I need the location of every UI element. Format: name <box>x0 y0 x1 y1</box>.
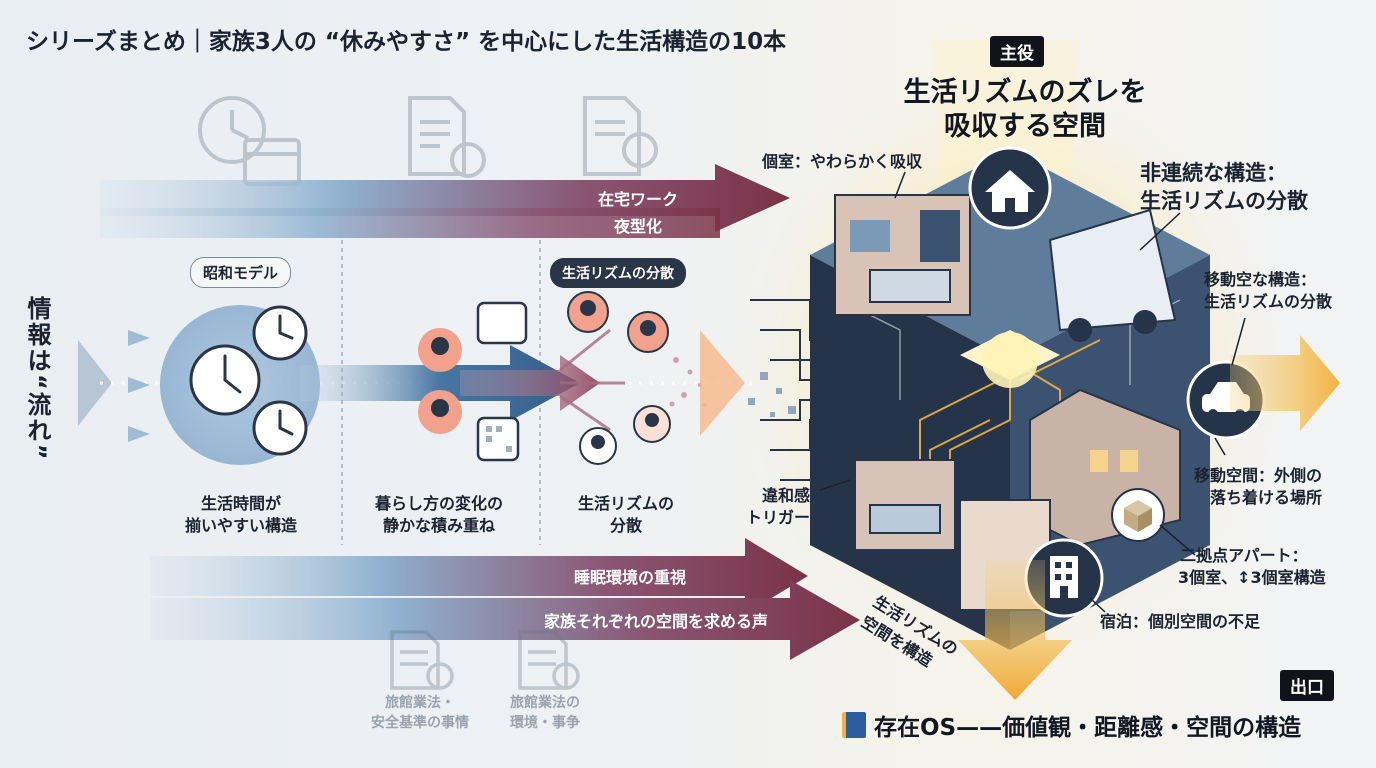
noncontinuous-structure-line-2: 生活リズムの分散 <box>1140 188 1308 214</box>
stage3-caption-line-2: 分散 <box>566 516 686 536</box>
top-arrow-label-remote-work: 在宅ワーク <box>598 186 678 210</box>
faded-doc-right-caption-1: 旅館業法の <box>490 694 600 713</box>
book-icon <box>842 712 866 738</box>
bottom-arrow-label-sleep: 睡眠環境の重視 <box>574 564 686 588</box>
mobile-space-line-2: 落ち着ける場所 <box>1210 488 1322 508</box>
stage3-caption-line-1: 生活リズムの <box>566 494 686 514</box>
lodging-label: 宿泊：個別空間の不足 <box>1100 612 1260 632</box>
noncontinuous-structure-line-1: 非連続な構造： <box>1140 160 1287 186</box>
stage3-dispersion-pill: 生活リズムの分散 <box>550 258 686 288</box>
dual-base-apartment-line-2: 3個室、↕3個室構造 <box>1178 568 1326 588</box>
exit-badge: 出口 <box>1280 670 1334 701</box>
faded-doc-left-caption-2: 安全基準の事情 <box>356 714 484 733</box>
stage1-caption-line-1: 生活時間が <box>186 494 296 514</box>
left-vertical-label: 情報は“流れ” <box>20 296 55 462</box>
trigger-line-1: 違和感 <box>762 486 810 506</box>
mobile-space-line-1: 移動空間：外側の <box>1194 466 1322 486</box>
dual-base-apartment-line-1: 二拠点アパート： <box>1180 546 1308 566</box>
bottom-arrow-label-space-voice: 家族それぞれの空間を求める声 <box>544 608 768 632</box>
page-title: シリーズまとめ｜家族3人の “休みやすさ” を中心にした生活構造の10本 <box>26 22 786 56</box>
headline-line-2: 吸収する空間 <box>880 104 1170 143</box>
stage2-caption-line-1: 暮らし方の変化の <box>364 494 514 514</box>
stage1-caption-line-2: 揃いやすい構造 <box>176 516 306 536</box>
faded-doc-right-caption-2: 環境・事争 <box>490 714 600 733</box>
private-room-label: 個室：やわらかく吸収 <box>762 152 922 172</box>
mobile-structure-line-1: 移動空な構造： <box>1204 270 1316 290</box>
top-arrow-label-night-shift: 夜型化 <box>614 213 662 237</box>
main-badge: 主役 <box>990 36 1044 67</box>
footer-text: 存在OS——価値観・距離感・空間の構造 <box>874 708 1301 742</box>
faded-doc-left-caption-1: 旅館業法・ <box>360 694 480 713</box>
trigger-line-2: トリガー <box>746 508 810 528</box>
showa-model-pill: 昭和モデル <box>190 257 291 288</box>
footer: 存在OS——価値観・距離感・空間の構造 <box>842 708 1301 742</box>
stage2-caption-line-2: 静かな積み重ね <box>364 516 514 536</box>
mobile-structure-line-2: 生活リズムの分散 <box>1204 292 1332 312</box>
